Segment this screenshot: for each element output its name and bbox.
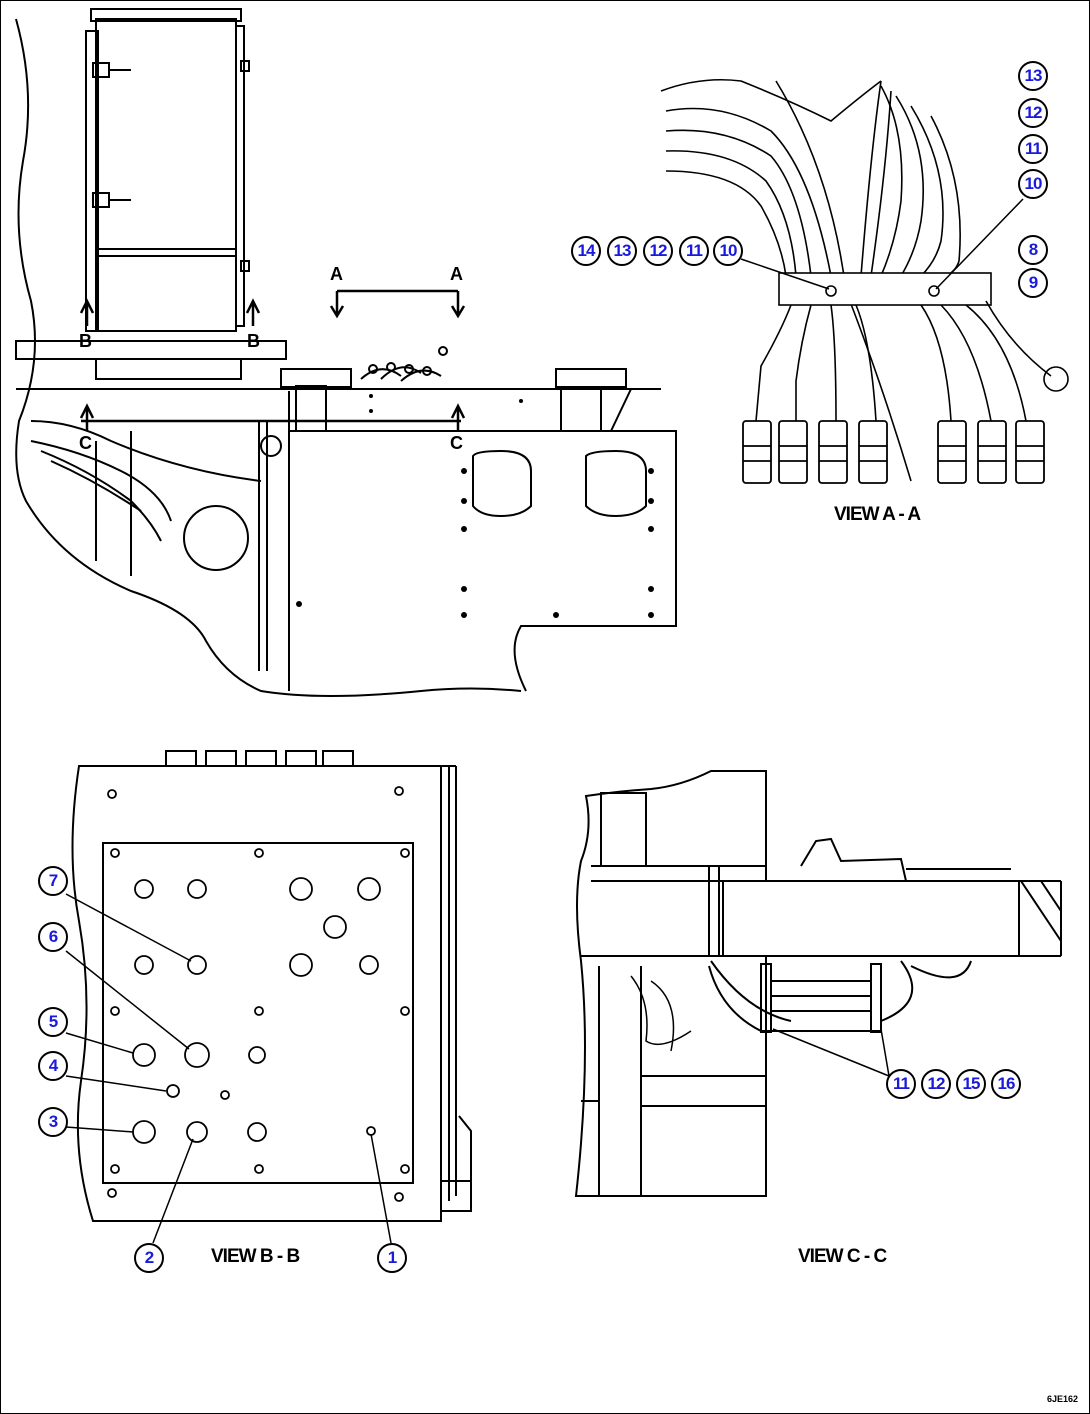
callout-6[interactable]: 6	[38, 922, 68, 952]
callout-13[interactable]: 13	[1018, 61, 1048, 91]
section-b-left: B	[79, 331, 92, 351]
callout-7[interactable]: 7	[38, 866, 68, 896]
callout-15[interactable]: 15	[956, 1069, 986, 1099]
section-b-right: B	[247, 331, 260, 351]
view-a-a-drawing	[660, 79, 1069, 484]
callout-12[interactable]: 12	[1018, 98, 1048, 128]
callout-5[interactable]: 5	[38, 1007, 68, 1037]
view-b-b-drawing	[65, 750, 472, 1244]
callout-10[interactable]: 10	[713, 236, 743, 266]
view-c-c-drawing	[574, 770, 1062, 1197]
callout-12[interactable]: 12	[921, 1069, 951, 1099]
section-c-right: C	[450, 433, 463, 453]
callout-8[interactable]: 8	[1018, 235, 1048, 265]
callout-2[interactable]: 2	[134, 1243, 164, 1273]
view-b-b-label: VIEW B - B	[211, 1246, 300, 1267]
callout-13[interactable]: 13	[607, 236, 637, 266]
drawing-id: 6JE162	[1047, 1394, 1079, 1404]
callout-16[interactable]: 16	[991, 1069, 1021, 1099]
callout-11[interactable]: 11	[886, 1069, 916, 1099]
callout-9[interactable]: 9	[1018, 268, 1048, 298]
callout-12[interactable]: 12	[643, 236, 673, 266]
callout-4[interactable]: 4	[38, 1051, 68, 1081]
callout-11[interactable]: 11	[1018, 134, 1048, 164]
callout-14[interactable]: 14	[571, 236, 601, 266]
main-machine-view	[15, 8, 677, 697]
callout-1[interactable]: 1	[377, 1243, 407, 1273]
section-a-right: A	[450, 264, 463, 284]
callout-3[interactable]: 3	[38, 1107, 68, 1137]
view-a-a-label: VIEW A - A	[834, 504, 921, 525]
callout-11[interactable]: 11	[679, 236, 709, 266]
callout-10[interactable]: 10	[1018, 169, 1048, 199]
view-c-c-label: VIEW C - C	[798, 1246, 887, 1267]
section-c-left: C	[79, 433, 92, 453]
section-a-left: A	[330, 264, 343, 284]
